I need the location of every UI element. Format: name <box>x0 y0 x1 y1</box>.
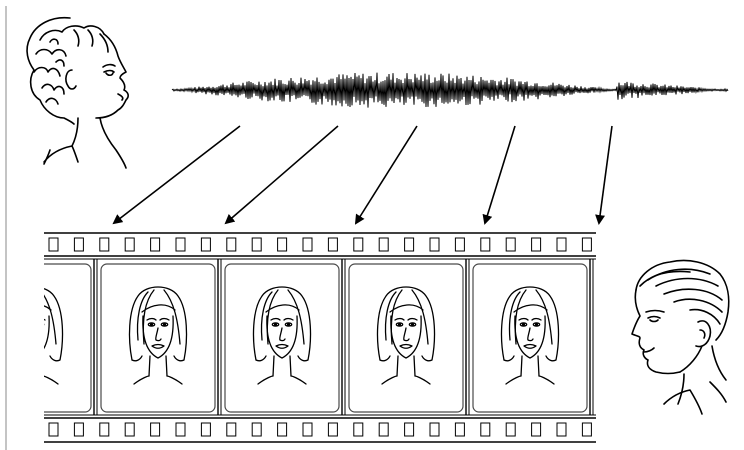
film-frame <box>348 259 470 415</box>
face-front-view-icon <box>500 286 560 385</box>
woman-profile-speaking-icon <box>26 16 129 169</box>
face-front-view-icon <box>44 288 64 385</box>
arrows-group <box>112 125 613 225</box>
film-strip-icon <box>44 232 596 443</box>
arrow-down-left-icon <box>354 125 418 225</box>
film-frame <box>472 259 594 415</box>
arrow-down-left-icon <box>224 125 339 225</box>
film-frame <box>224 259 346 415</box>
face-front-view-icon <box>376 286 436 385</box>
arrow-down-left-icon <box>482 125 516 225</box>
speech-waveform-icon <box>171 72 729 108</box>
film-frame <box>100 259 222 415</box>
face-front-view-icon <box>252 286 312 385</box>
face-front-view-icon <box>128 286 188 385</box>
man-profile-listening-icon <box>631 259 730 415</box>
film-frame <box>44 259 98 415</box>
arrow-down-left-icon <box>112 125 241 225</box>
arrow-down-left-icon <box>595 125 613 225</box>
